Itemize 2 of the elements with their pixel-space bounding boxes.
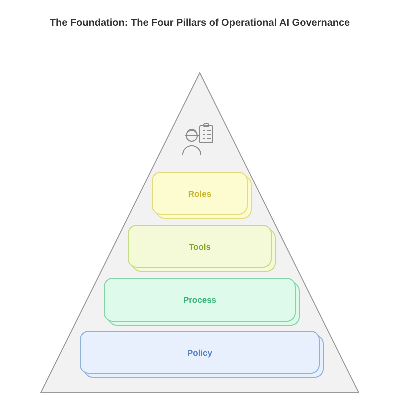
pyramid-shape — [40, 72, 360, 394]
diagram-title: The Foundation: The Four Pillars of Operational AI Governance — [48, 18, 352, 29]
